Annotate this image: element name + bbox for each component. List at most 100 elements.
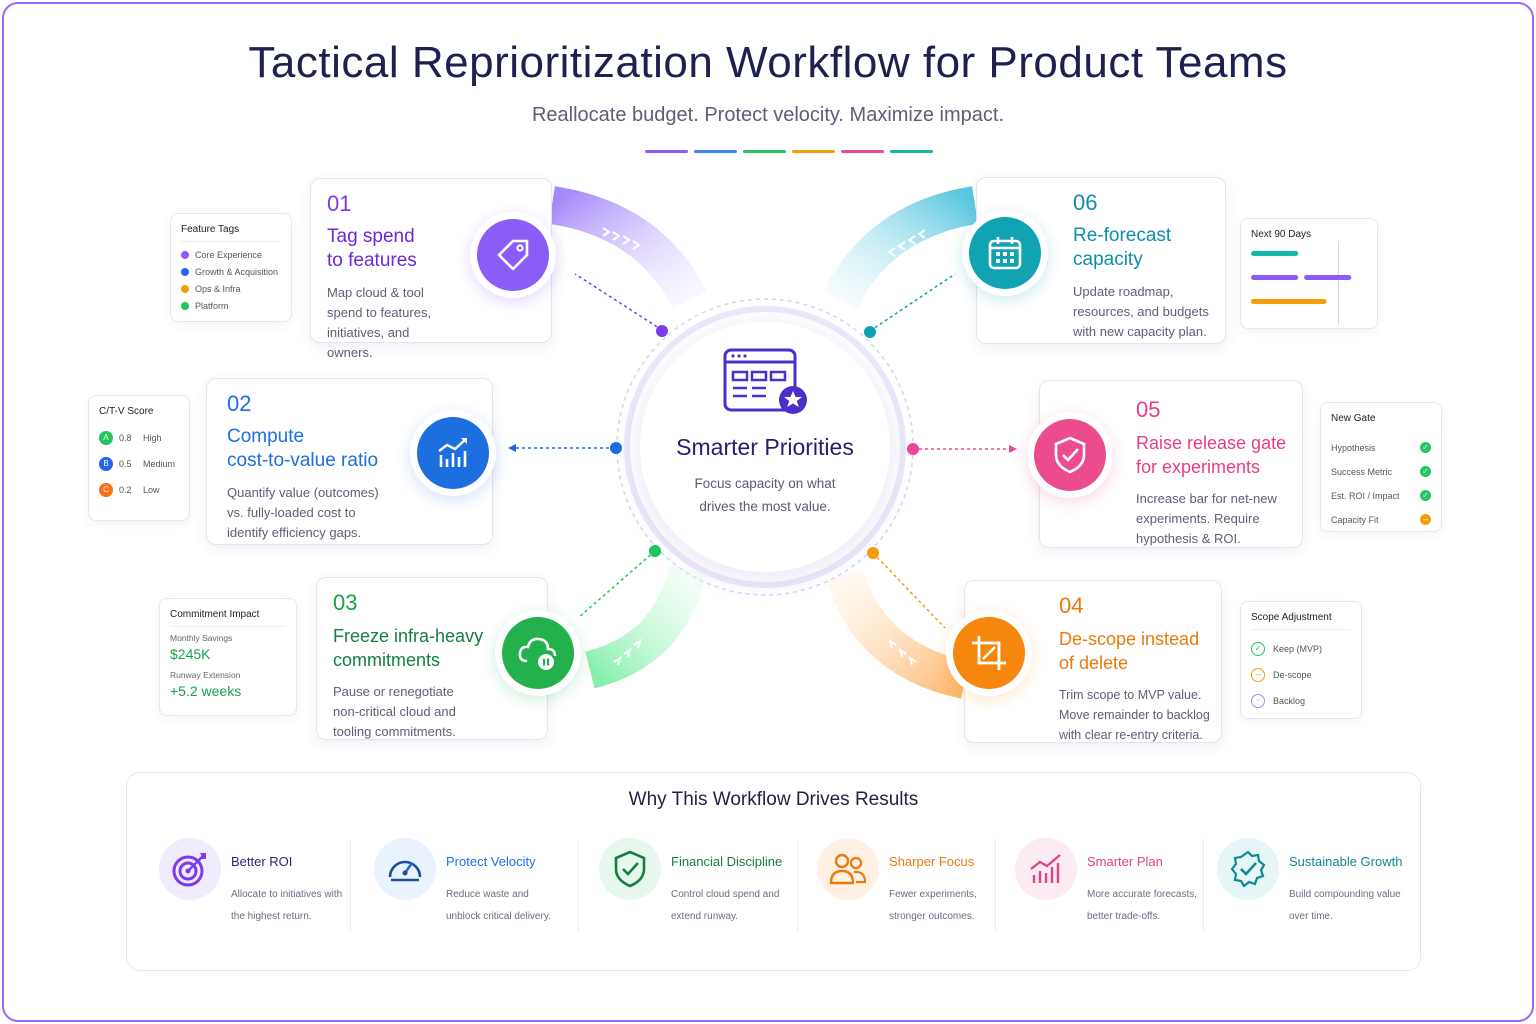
step-number: 02 (227, 391, 252, 416)
new-gate-panel: New Gate Hypothesis✓ Success Metric✓ Est… (1320, 402, 1442, 532)
step-desc: Quantify value (outcomes) vs. fully-load… (227, 485, 379, 540)
benefit-title: Smarter Plan (1087, 854, 1163, 869)
step-number: 04 (1059, 593, 1084, 618)
list-item: –De-scope (1251, 668, 1351, 682)
step-icon-bubble (410, 410, 496, 496)
step-icon-bubble (962, 210, 1048, 296)
center-title: Smarter Priorities (676, 434, 854, 460)
tag-icon (497, 239, 529, 271)
accent-bars (645, 150, 933, 153)
step-icon-bubble (495, 610, 581, 696)
crop-icon (972, 636, 1006, 670)
accent-bar (890, 150, 933, 153)
speedometer-icon (388, 860, 422, 882)
badge-check-icon (1230, 850, 1266, 888)
benefit-title: Sharper Focus (889, 854, 975, 869)
step-icon-bubble (1027, 412, 1113, 498)
benefit-title: Financial Discipline (671, 854, 783, 869)
list-item: Est. ROI / Impact✓ (1331, 490, 1431, 501)
panel-title: Next 90 Days (1251, 229, 1312, 240)
gantt-bar (1251, 299, 1327, 304)
why-section: Why This Workflow Drives Results (126, 772, 1421, 971)
commitment-impact-panel: Commitment Impact Monthly Savings $245K … (159, 598, 297, 716)
step-desc: Trim scope to MVP value. Move remainder … (1059, 688, 1210, 742)
divider (578, 838, 579, 932)
step-desc: Increase bar for net-new experiments. Re… (1136, 491, 1277, 546)
benefit-icon-bubble (1217, 838, 1279, 900)
section-title: Why This Workflow Drives Results (628, 789, 919, 810)
list-item: Ops & Infra (181, 284, 281, 294)
divider (995, 838, 996, 932)
gantt-bar (1304, 275, 1352, 280)
partial-icon: – (1420, 514, 1431, 525)
bar-chart-icon (438, 438, 467, 467)
step-number: 06 (1073, 190, 1098, 215)
gantt-bar (1251, 275, 1299, 280)
check-icon: ✓ (1420, 466, 1431, 477)
panel-title: New Gate (1331, 413, 1376, 424)
shield-check-icon (614, 850, 646, 888)
step-icon-bubble (946, 610, 1032, 696)
page-title: Tactical Reprioritization Workflow for P… (248, 38, 1288, 87)
benefit-desc: Reduce waste and unblock critical delive… (446, 889, 551, 922)
step-number: 03 (333, 590, 358, 615)
benefit-icon-bubble (159, 838, 221, 900)
accent-bar (841, 150, 884, 153)
benefit-title: Sustainable Growth (1289, 854, 1403, 869)
list-item: ◦Backlog (1251, 694, 1351, 708)
descope-icon: – (1251, 668, 1265, 682)
benefit-icon-bubble (374, 838, 436, 900)
list-item: Core Experience (181, 250, 281, 260)
gantt-bar (1251, 251, 1299, 256)
benefit-icon-bubble (1015, 838, 1077, 900)
accent-bar (694, 150, 737, 153)
keep-icon: ✓ (1251, 642, 1265, 656)
center-desc-2: drives the most value. (699, 499, 831, 514)
people-icon (829, 853, 867, 885)
panel-title: C/T-V Score (99, 406, 154, 417)
benefit-desc: Control cloud spend and extend runway. (671, 889, 780, 922)
target-icon (172, 853, 206, 887)
list-item: Growth & Acquisition (181, 267, 281, 277)
benefit-desc: Build compounding value over time. (1289, 889, 1401, 922)
benefit-desc: Allocate to initiatives with the highest… (231, 889, 343, 922)
panel-title: Scope Adjustment (1251, 612, 1351, 630)
scope-adjustment-panel: Scope Adjustment ✓Keep (MVP) –De-scope ◦… (1240, 601, 1362, 719)
runway-value: +5.2 weeks (170, 683, 242, 699)
benefit-title: Better ROI (231, 854, 293, 869)
calendar-icon (988, 237, 1022, 270)
list-item: Hypothesis✓ (1331, 442, 1431, 453)
list-item: Success Metric✓ (1331, 466, 1431, 477)
benefit-icon-bubble (817, 838, 879, 900)
feature-tags-panel: Feature Tags Core Experience Growth & Ac… (170, 213, 292, 322)
benefit-desc: More accurate forecasts, better trade-of… (1087, 889, 1198, 922)
check-icon: ✓ (1420, 490, 1431, 501)
center-hub: Smarter Priorities Focus capacity on wha… (640, 322, 890, 572)
step-icon-bubble (470, 212, 556, 298)
step-desc: Update roadmap, resources, and budgets w… (1073, 284, 1209, 339)
benefit-desc: Fewer experiments, stronger outcomes. (889, 889, 977, 922)
today-marker (1338, 241, 1339, 325)
savings-label: Monthly Savings (170, 633, 233, 643)
savings-value: $245K (170, 646, 211, 662)
page-subtitle: Reallocate budget. Protect velocity. Max… (531, 104, 1005, 126)
accent-bar (743, 150, 786, 153)
accent-bar (645, 150, 688, 153)
backlog-icon: ◦ (1251, 694, 1265, 708)
next-90-days-panel: Next 90 Days (1240, 218, 1378, 329)
step-number: 01 (327, 191, 352, 216)
center-desc-1: Focus capacity on what (694, 476, 836, 491)
shield-check-icon (1054, 436, 1086, 474)
list-item: Capacity Fit– (1331, 514, 1431, 525)
panel-title: Commitment Impact (170, 609, 286, 627)
cloud-pause-icon (518, 637, 557, 670)
step-desc: Map cloud & tool spend to features, init… (327, 285, 432, 360)
